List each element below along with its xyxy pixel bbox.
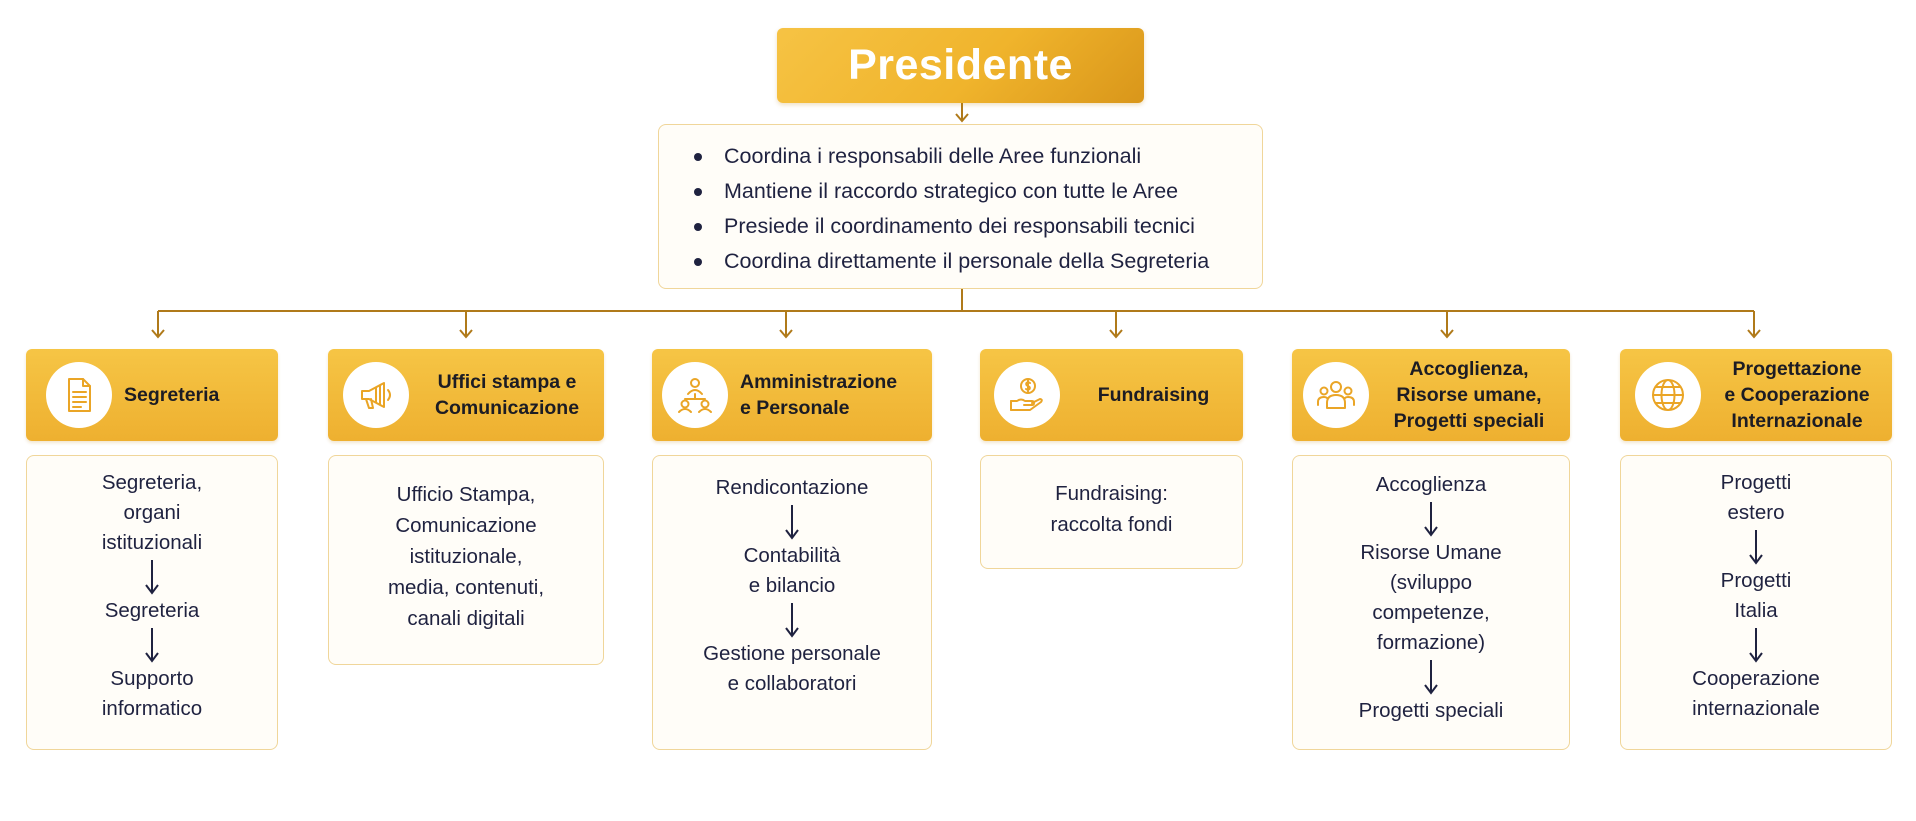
flow-arrow-icon [145,628,159,663]
dept-header-fundraising: Fundraising [980,349,1243,441]
globe-icon [1635,362,1701,428]
flow-arrow-icon [1749,530,1763,565]
dept-title-text: Accoglienza,Risorse umane,Progetti speci… [1393,358,1545,432]
responsibility-item: Presiede il coordinamento dei responsabi… [694,209,1262,244]
flow-item: Progetti speciali [1358,699,1504,722]
megaphone-icon [343,362,409,428]
flow-arrow-icon [1749,628,1763,663]
dept-header-accoglienza: Accoglienza,Risorse umane,Progetti speci… [1292,349,1570,441]
dept-description: Fundraising:raccolta fondi [1050,482,1173,536]
dept-title: Accoglienza,Risorse umane,Progetti speci… [1374,349,1564,441]
president-responsibilities-box: Coordina i responsabili delle Aree funzi… [658,124,1263,289]
flow-item: Rendicontazione [715,476,869,499]
hand-coin-icon [994,362,1060,428]
document-icon [46,362,112,428]
dept-body-fundraising: Fundraising:raccolta fondi [980,455,1243,569]
president-title: Presidente [848,41,1073,89]
flow-arrow-icon [785,505,799,540]
responsibility-item: Coordina direttamente il personale della… [694,244,1262,279]
president-to-summary-arrowhead [955,113,969,123]
dept-title: Fundraising [1064,349,1243,441]
flow-item: Accoglienza [1375,473,1487,496]
responsibilities-list: Coordina i responsabili delle Aree funzi… [659,125,1262,279]
responsibility-item: Mantiene il raccordo strategico con tutt… [694,174,1262,209]
president-box: Presidente [777,28,1144,103]
flow-item: Segreteria [104,599,200,622]
team-hierarchy-icon [662,362,728,428]
responsibility-item: Coordina i responsabili delle Aree funzi… [694,139,1262,174]
flow-arrow-icon [785,603,799,638]
dept-title: Segreteria [124,349,270,441]
flow-arrow-icon [145,560,159,595]
flow-arrow-icon [1424,660,1438,695]
people-group-icon [1303,362,1369,428]
dept-header-segreteria: Segreteria [26,349,278,441]
branch-drops [151,311,1761,339]
dept-title-text: Segreteria [124,384,220,406]
flow-arrow-icon [1424,502,1438,537]
dept-title-text: Fundraising [1097,384,1210,406]
